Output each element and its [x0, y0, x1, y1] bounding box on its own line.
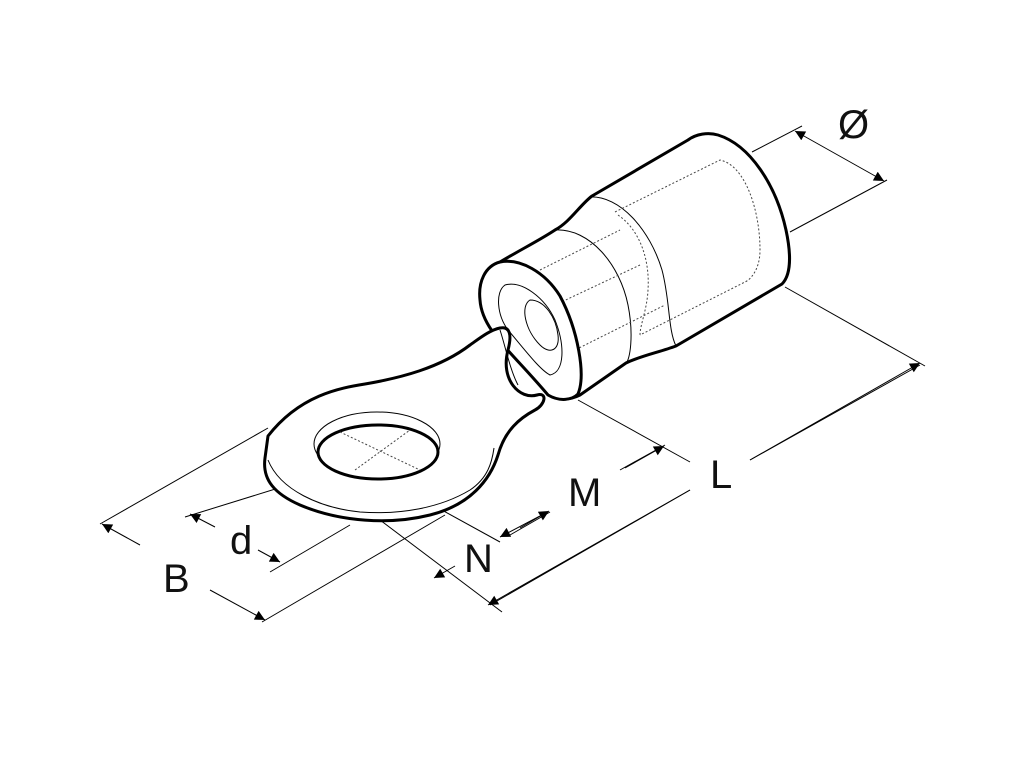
N-dimension-right: [519, 510, 550, 529]
M-dimension-right: [624, 445, 665, 469]
ring-hole: [316, 423, 440, 481]
label-B: B: [163, 557, 190, 601]
B-dimension-bottom: [209, 589, 266, 621]
N-dimension-left: [433, 565, 456, 579]
d-dimension-top: [189, 513, 216, 528]
terminal-barrel: [478, 132, 791, 401]
ring-lug: [263, 326, 546, 523]
B-dimension-top: [101, 523, 141, 546]
label-N: N: [464, 537, 493, 581]
label-M: M: [568, 471, 601, 515]
L-dimension-left: [487, 489, 691, 606]
L-dimension-right: [749, 362, 921, 461]
label-L: L: [710, 453, 732, 497]
label-d: d: [230, 519, 252, 563]
label-diameter: Ø: [838, 103, 869, 147]
dimension-labels: Ø L M N B d: [163, 103, 869, 601]
dimension-lines: [101, 130, 921, 621]
M-dimension-left: [499, 515, 541, 538]
d-dimension-bottom: [257, 549, 281, 563]
extension-lines: [99, 125, 926, 623]
diameter-dimension: [794, 130, 885, 182]
